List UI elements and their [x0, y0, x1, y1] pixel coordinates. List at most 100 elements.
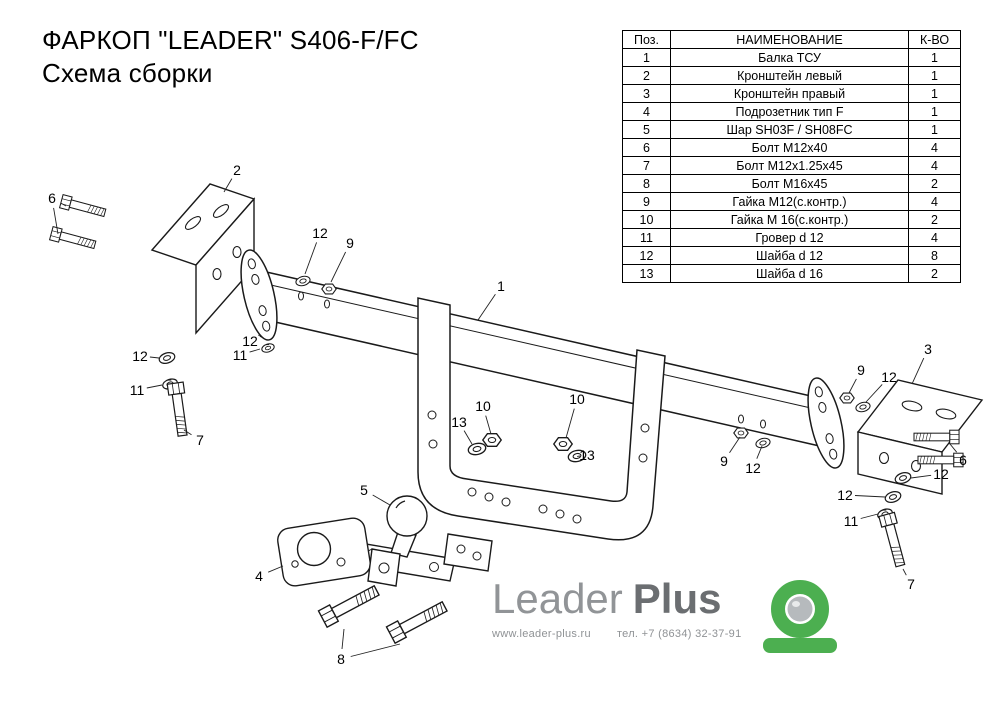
callout-leader-line — [463, 430, 473, 445]
nut-m12-icon — [733, 427, 749, 439]
callout-leader-line — [756, 445, 763, 459]
bolt-m12x45-icon — [166, 381, 192, 438]
callout-leader-line — [910, 474, 932, 479]
callout-label-10: 10 — [475, 398, 491, 414]
table-cell: 2 — [908, 264, 961, 283]
bolt-m12x40-icon — [49, 226, 98, 252]
left-flange — [240, 249, 278, 341]
callout-label-12: 12 — [132, 348, 148, 364]
table-header-row: Поз. НАИМЕНОВАНИЕ К-ВО — [622, 30, 961, 49]
bolt-m16x45-icon — [317, 581, 382, 628]
tow-ball-icon — [386, 495, 428, 537]
callout-label-9: 9 — [346, 235, 354, 251]
nut-m16-icon — [553, 436, 573, 452]
callout-label-5: 5 — [360, 482, 368, 498]
callout-label-2: 2 — [233, 162, 241, 178]
center-yoke — [417, 297, 666, 541]
towball-logo-icon — [762, 580, 837, 653]
callout-label-12: 12 — [837, 487, 853, 503]
callout-label-11: 11 — [233, 347, 248, 363]
page-title: ФАРКОП "LEADER" S406-F/FC — [42, 25, 419, 55]
bolt-m12x45-icon — [878, 511, 909, 569]
nut-m16-icon — [482, 432, 502, 448]
callout-label-9: 9 — [857, 362, 865, 378]
callout-leader-line — [350, 643, 401, 657]
callout-label-6: 6 — [48, 190, 56, 206]
table-cell: Кронштейн левый — [670, 66, 909, 85]
callout-leader-line — [860, 513, 879, 519]
right-flange — [807, 377, 845, 469]
table-cell: 1 — [908, 120, 961, 139]
callout-label-12: 12 — [242, 333, 258, 349]
callout-label-10: 10 — [569, 391, 585, 407]
callout-label-13: 13 — [451, 414, 467, 430]
callout-label-4: 4 — [255, 568, 263, 584]
logo-contact: www.leader-plus.ru тел. +7 (8634) 32-37-… — [492, 628, 742, 640]
callout-leader-line — [149, 356, 160, 359]
ball-mount — [342, 495, 493, 582]
callout-label-7: 7 — [196, 432, 204, 448]
callout-label-8: 8 — [337, 651, 345, 667]
callout-leader-line — [268, 565, 284, 573]
col-header-position: Поз. — [622, 30, 671, 49]
callout-label-12: 12 — [881, 369, 897, 385]
table-cell: Шар SH03F / SH08FC — [670, 120, 909, 139]
callout-leader-line — [949, 443, 958, 453]
washer-d12-icon — [883, 489, 903, 505]
page-subtitle: Схема сборки — [42, 57, 213, 88]
callout-label-11: 11 — [130, 382, 145, 398]
table-cell: 13 — [622, 264, 671, 283]
callout-leader-line — [249, 348, 261, 353]
table-cell: Шайба d 16 — [670, 264, 909, 283]
callout-leader-line — [146, 384, 163, 389]
bolt-m16x45-icon — [385, 597, 450, 644]
right-bracket — [856, 379, 984, 495]
callout-leader-line — [485, 415, 492, 435]
logo-phone: тел. +7 (8634) 32-37-91 — [616, 628, 742, 640]
callout-leader-line — [729, 436, 741, 453]
logo-website: www.leader-plus.ru — [492, 628, 591, 640]
table-cell: Гайка М12(с.контр.) — [670, 192, 909, 211]
callout-label-12: 12 — [745, 460, 761, 476]
callout-leader-line — [565, 408, 575, 439]
title-block: ФАРКОП "LEADER" S406-F/FC Схема сборки — [42, 24, 419, 89]
washer-d12-icon — [157, 350, 177, 366]
callout-leader-line — [902, 568, 907, 576]
callout-leader-line — [330, 251, 347, 283]
callout-leader-line — [258, 334, 260, 336]
callout-leader-line — [183, 429, 192, 436]
callout-leader-line — [911, 357, 925, 385]
callout-leader-line — [53, 207, 59, 235]
washer-d12-icon — [754, 436, 772, 450]
callout-leader-line — [372, 494, 391, 506]
nut-m12-icon — [321, 283, 337, 295]
callout-leader-line — [865, 384, 883, 403]
left-bracket — [150, 183, 256, 335]
callout-label-12: 12 — [312, 225, 328, 241]
callout-leader-line — [477, 294, 496, 321]
grover-d12-icon — [260, 341, 276, 355]
callout-label-12: 12 — [933, 466, 949, 482]
table-cell: Гайка М 16(с.контр.) — [670, 210, 909, 229]
callout-leader-line — [304, 242, 318, 275]
main-beam — [240, 249, 845, 469]
logo-name-plus: Plus — [632, 575, 722, 622]
table-cell: Подрозетник тип F — [670, 102, 909, 121]
callout-label-6: 6 — [959, 452, 967, 468]
